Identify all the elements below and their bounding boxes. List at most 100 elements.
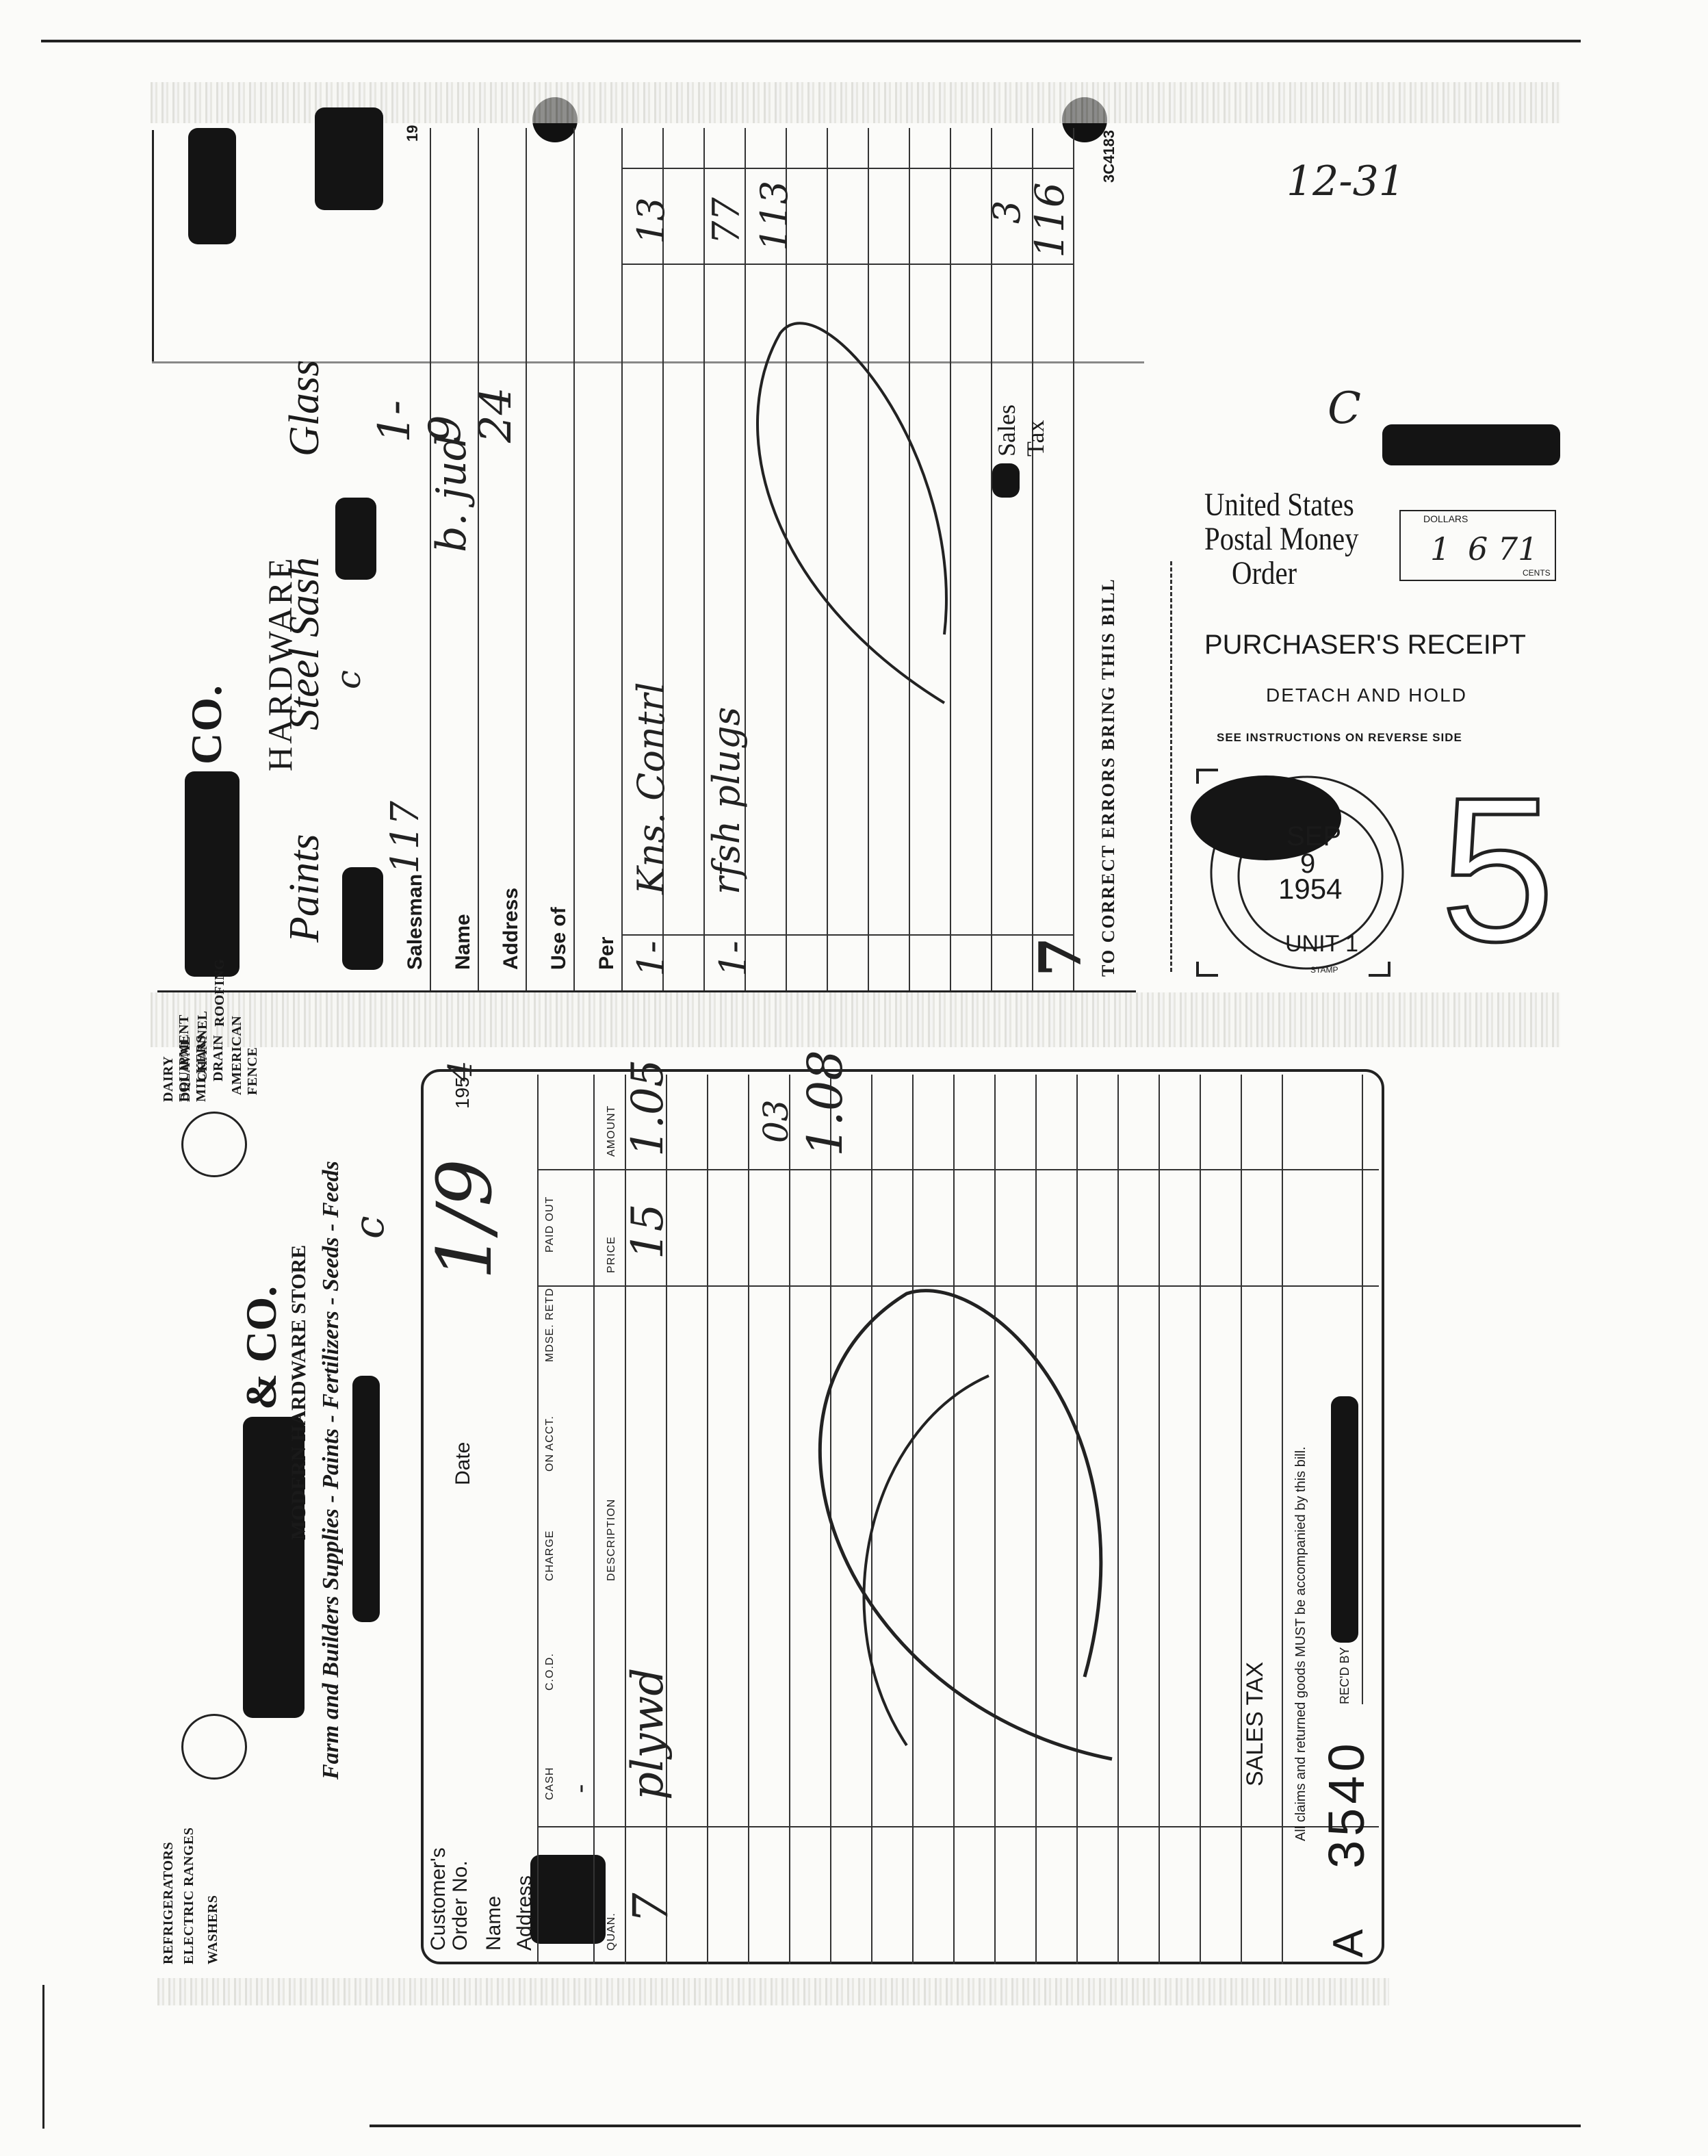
left-mark-seven: 7 [1026,936,1094,977]
lower-tax-amount: 03 [756,1099,796,1143]
lower-row-rule-16 [1241,1075,1242,1964]
item-amount-1: 13 [630,197,673,244]
item-qty-1: 1- [630,940,673,977]
redacted-top-right [315,107,383,210]
recd-by-label: REC'D BY [1338,1647,1351,1704]
redacted-company-name [185,771,240,977]
item-amount-3: 113 [753,180,796,251]
date-value: 1/9 [421,1158,508,1280]
col-cash: CASH [544,1767,556,1800]
qty-column-divider [623,934,1074,936]
money-order-side-tick [1170,561,1174,972]
stamp-month: SEP [1286,821,1342,851]
ad-refrigerators: REFRIGERATORS [161,1841,176,1964]
use-of-label: Use of [547,907,570,970]
detach-and-hold: DETACH AND HOLD [1266,684,1467,706]
customer-order-label: Customer's Order No. [427,1847,471,1951]
per-label: Per [595,936,618,970]
store-type: MODERN HARDWARE STORE [287,1244,310,1540]
ad-american-fence: AMERICAN FENCE [229,1015,260,1095]
item-description-1: Kns. Contrl [630,682,673,895]
lower-item-amount: 1.05 [623,1059,673,1157]
item-description-2: rfsh plugs [705,706,748,895]
redacted-store-address [352,1376,380,1622]
upper-frame-bottom [152,361,1144,363]
money-order-title-1: United States [1204,487,1354,523]
lower-header-bottom-rule [593,1075,595,1964]
lower-receipt: REFRIGERATORS ELECTRIC RANGES WASHERS DA… [161,959,1434,1964]
col-paid-out: PAID OUT [544,1196,556,1253]
store-company: & CO. [237,1285,285,1410]
redacted-recd-by [1331,1396,1358,1643]
speckle-band-mid [151,992,1560,1047]
purchaser-receipt-title: PURCHASER'S RECEIPT [1204,630,1526,660]
lower-footer: All claims and returned goods MUST be ac… [1293,1446,1308,1841]
item-amount-2: 77 [705,197,748,244]
cancel-scribble [756,322,948,704]
redacted-company-name-2 [188,128,236,244]
ad-electric-ranges: ELECTRIC RANGES [181,1827,196,1964]
address-label: Address [500,887,522,970]
redacted-initials [342,867,383,970]
product-line-steel-sash: Steel Sash [281,556,328,730]
lower-sales-tax-label: SALES TAX [1242,1661,1268,1786]
cash-mark: - [565,1784,596,1793]
ad-roofing: ROOFING [212,958,227,1027]
year-prefix: 195 [452,1077,473,1109]
postmark-stamp [1191,769,1404,977]
money-order-cents: 6 71 [1468,530,1538,567]
ad-washers: WASHERS [205,1895,220,1964]
item-qty-2: 1- [712,940,755,977]
recd-by-rule [1362,1075,1363,1704]
col-charge: CHARGE [544,1530,556,1581]
corner-note: 12-31 [1286,157,1405,205]
col-on-acct: ON ACCT. [544,1415,556,1472]
logo-circle-left [181,1714,247,1780]
page-left-rule [42,1985,44,2129]
item-rule-11 [1073,128,1074,990]
upper-receipt: CO. HARDWARE Paints Steel Sash Glass c S… [157,107,1136,992]
money-order-title-3: Order [1232,555,1297,591]
store-tagline: Farm and Builders Supplies - Paints - Fe… [318,1161,344,1780]
lower-amount-divider [537,1169,1379,1170]
redacted-stamp [335,498,376,580]
salesman-rule [430,128,431,990]
redacted-money-order-top [1382,424,1560,465]
lower-serial: 3540 [1318,1739,1375,1869]
address-rule [526,128,527,990]
speckle-band-bottom [157,1978,1389,2005]
per-rule [621,128,623,990]
col-description: DESCRIPTION [606,1498,617,1581]
cents-label: CENTS [1523,568,1551,578]
sales-tax-label: Sales Tax [993,405,1049,457]
col-cod: C.O.D. [544,1653,556,1691]
col-amount: AMOUNT [606,1105,617,1157]
lower-handwritten-c: c [346,1216,393,1239]
lower-header-top-rule [537,1075,539,1964]
col-quantity: QUAN. [606,1912,617,1951]
stamp-label: STAMP [1310,965,1338,975]
amount-column-divider [623,264,1074,265]
upper-frame-left [152,130,154,363]
salesman-label: Salesman [404,873,426,970]
upper-date: 1-9 24 [370,387,521,443]
instructions-note: SEE INSTRUCTIONS ON REVERSE SIDE [1217,731,1462,744]
redacted-tax-mark [992,463,1020,498]
lower-qty-divider [537,1826,1379,1827]
upper-handwritten-c: c [328,669,368,689]
amount-cents-divider [623,168,1074,169]
stamp-day: 9 [1300,849,1316,879]
col-price: PRICE [606,1236,617,1273]
lower-item-price: 15 [623,1203,673,1259]
lower-name-label: Name [482,1895,505,1951]
salesman-value: 117 [383,801,428,874]
money-order: C United States Postal Money Order DOLLA… [1163,383,1560,999]
logo-circle-right [181,1112,247,1177]
speckle-band-top [151,82,1560,123]
page-bottom-rule [370,2125,1581,2127]
upper-serial: 3C4183 [1100,129,1117,183]
upper-footer: TO CORRECT ERRORS BRING THIS BILL [1098,578,1118,977]
year-value: 4 [441,1060,480,1081]
name-value: b. jud [428,434,476,552]
lower-row-rule-15 [1200,1075,1201,1964]
